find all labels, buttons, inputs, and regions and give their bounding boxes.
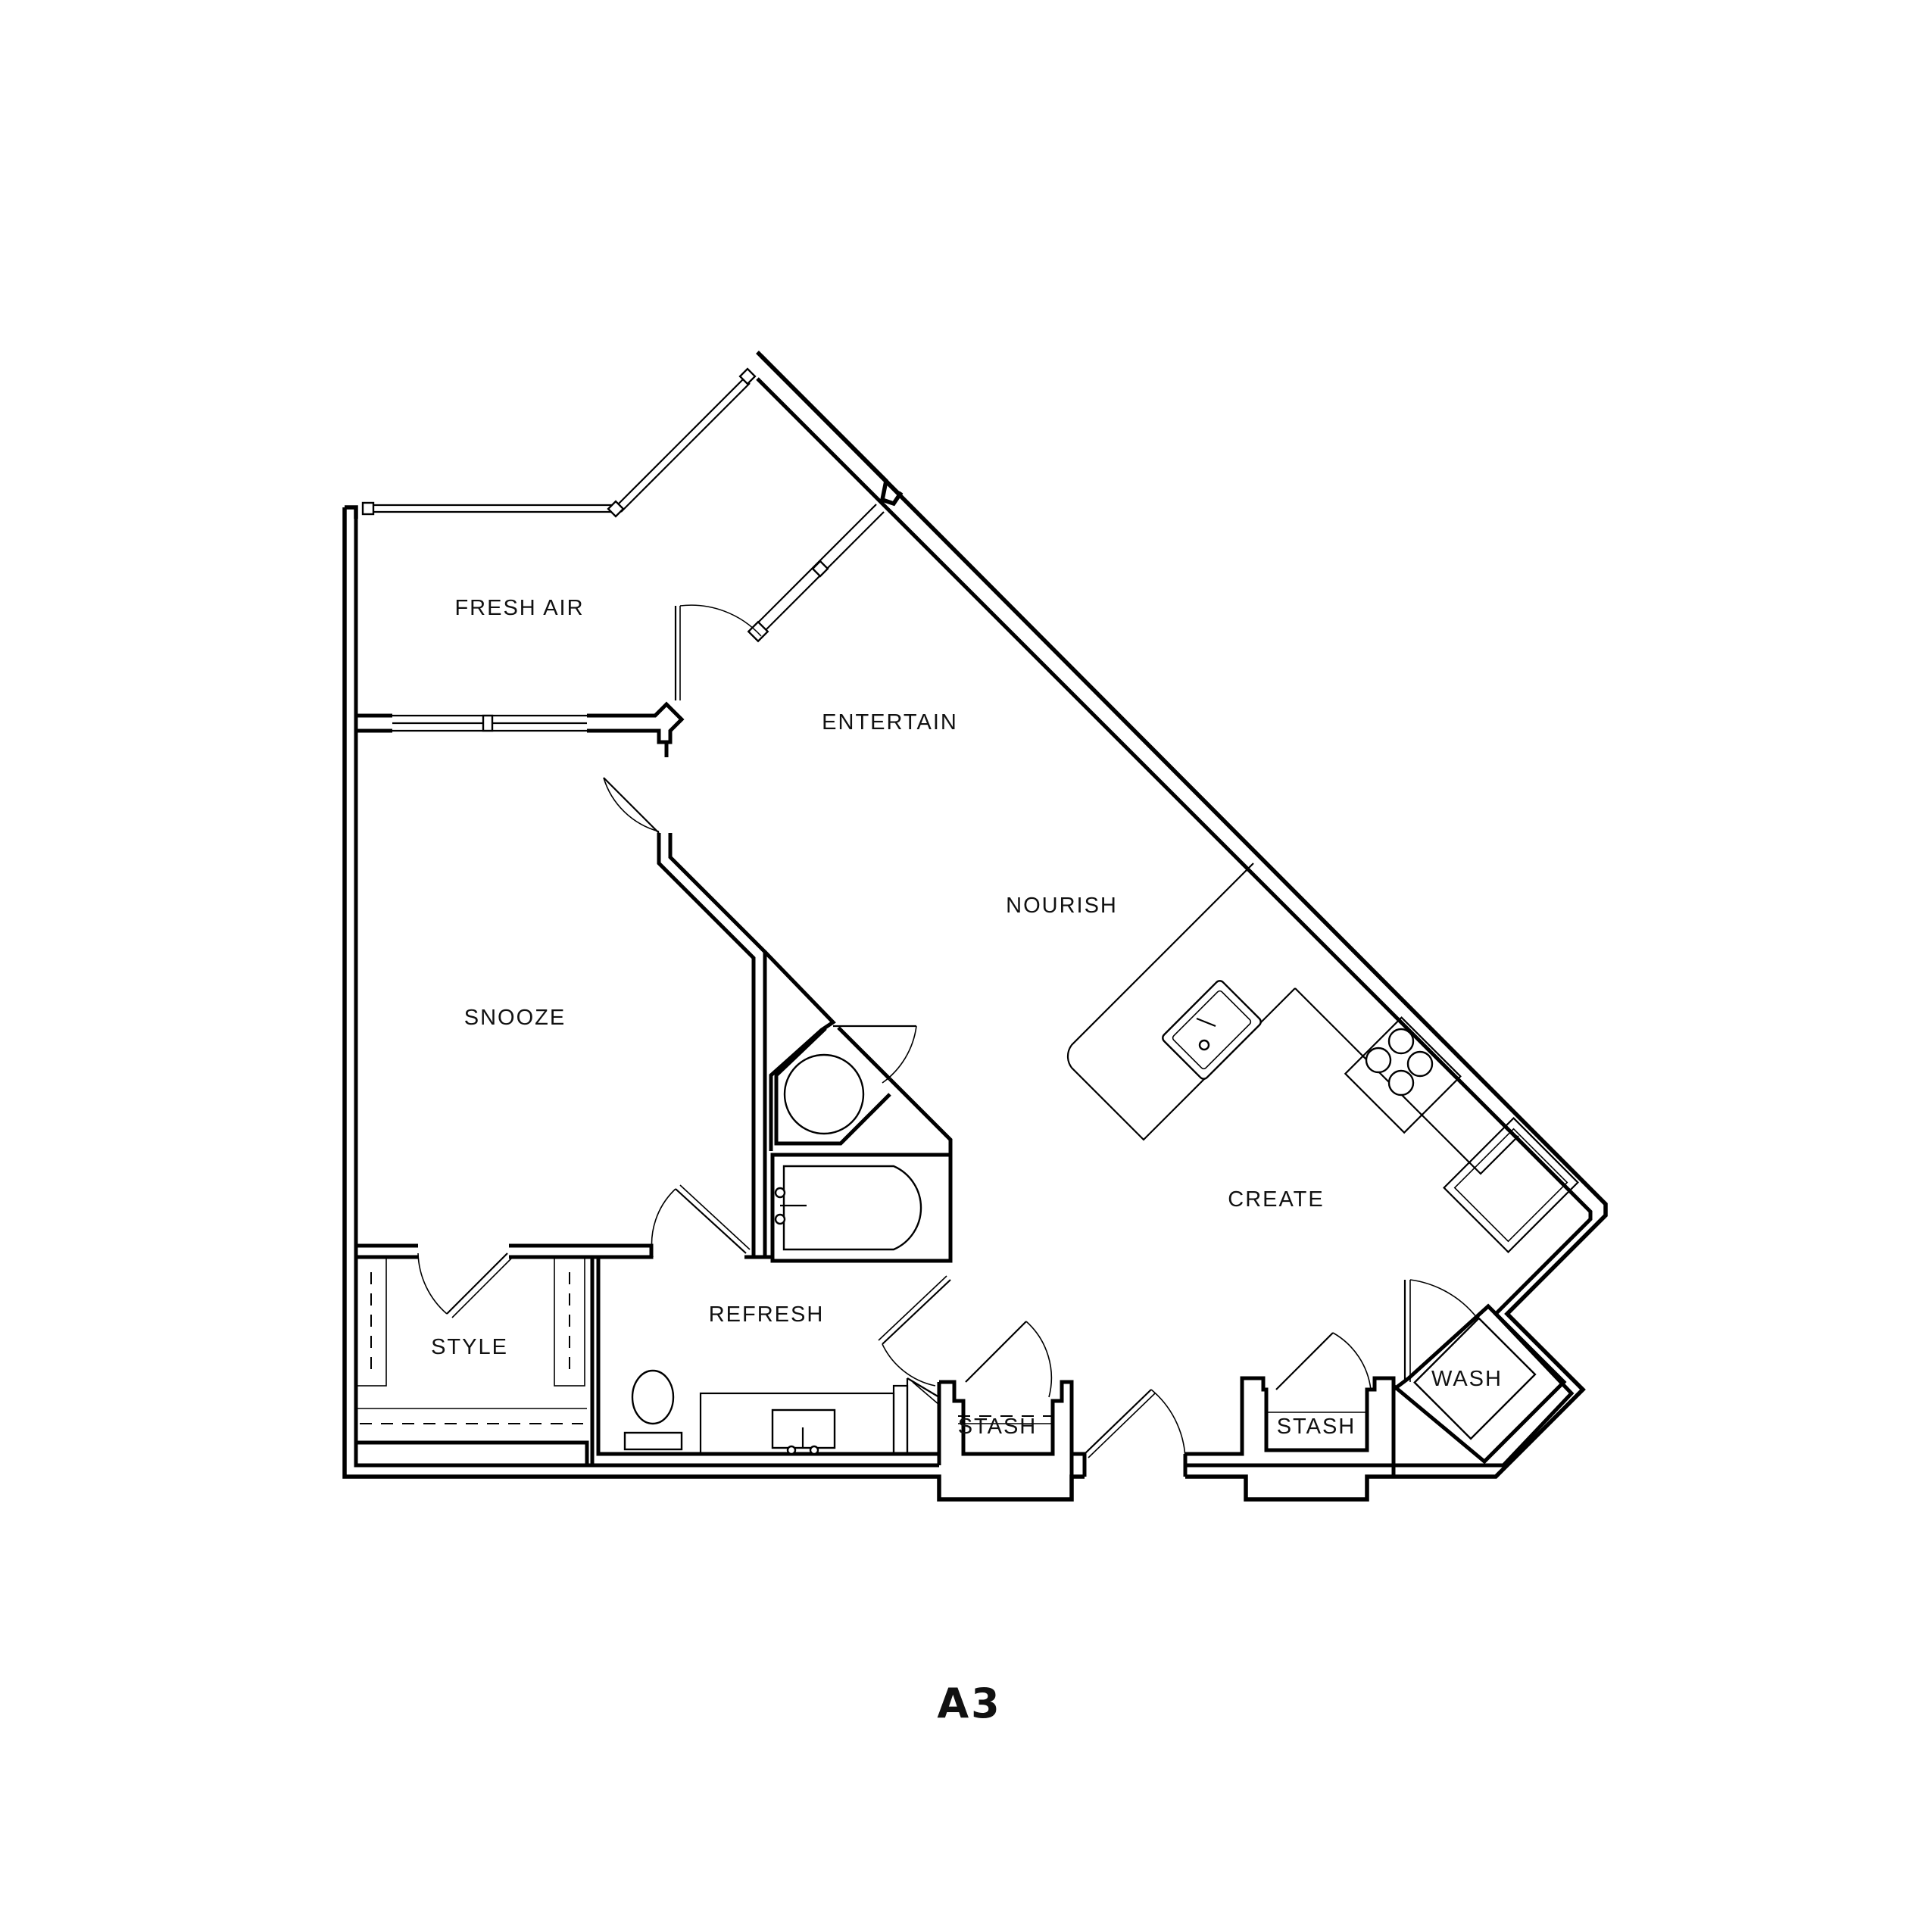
tub-faucet bbox=[774, 1187, 786, 1199]
room-label-nourish: NOURISH bbox=[1006, 894, 1118, 918]
room-labels: FRESH AIR ENTERTAIN NOURISH SNOOZE CREAT… bbox=[431, 596, 1503, 1439]
plan-name: A3 bbox=[937, 1680, 1001, 1727]
window-post bbox=[738, 367, 757, 385]
balcony-windows bbox=[361, 367, 885, 643]
room-label-fresh-air: FRESH AIR bbox=[454, 596, 584, 620]
window-post bbox=[482, 714, 494, 732]
refrigerator bbox=[1443, 1117, 1579, 1253]
door-post bbox=[811, 560, 829, 578]
room-label-wash: WASH bbox=[1431, 1367, 1503, 1391]
left-wall-top bbox=[345, 505, 358, 519]
kitchen bbox=[1066, 863, 1579, 1253]
toilet-bowl bbox=[631, 1369, 675, 1425]
room-label-entertain: ENTERTAIN bbox=[822, 710, 958, 735]
style-closet bbox=[354, 1253, 595, 1465]
room-label-stash-2: STASH bbox=[1277, 1415, 1356, 1439]
window-post bbox=[361, 501, 375, 516]
room-label-snooze: SNOOZE bbox=[464, 1006, 566, 1030]
door-post bbox=[747, 620, 769, 643]
snooze-balcony-wall bbox=[356, 604, 762, 744]
outer-wall-outline bbox=[342, 354, 1608, 1502]
stash-closet-2 bbox=[1185, 1332, 1396, 1477]
kitchen-island bbox=[1066, 863, 1296, 1141]
tub-faucet bbox=[774, 1213, 786, 1225]
room-label-create: CREATE bbox=[1228, 1187, 1324, 1212]
room-label-stash-1: STASH bbox=[958, 1415, 1038, 1439]
outer-walls bbox=[342, 351, 1608, 1502]
kitchen-range bbox=[1344, 1016, 1462, 1134]
room-label-refresh: REFRESH bbox=[709, 1302, 825, 1327]
washer-dryer bbox=[1413, 1317, 1537, 1440]
window-post bbox=[607, 500, 625, 518]
stash-closet-1 bbox=[939, 1321, 1074, 1477]
laundry bbox=[1392, 1279, 1567, 1465]
water-heater bbox=[783, 1053, 865, 1135]
water-heater-closet bbox=[763, 950, 917, 1151]
entry-door bbox=[1072, 1389, 1188, 1477]
kitchen-sink bbox=[1162, 980, 1262, 1080]
bedroom-walls bbox=[356, 742, 772, 1318]
balcony-diagonal-inner bbox=[760, 354, 903, 498]
toilet-tank bbox=[623, 1431, 683, 1451]
room-label-style: STYLE bbox=[431, 1335, 508, 1359]
bathtub bbox=[782, 1165, 922, 1251]
bathroom bbox=[592, 1078, 953, 1465]
